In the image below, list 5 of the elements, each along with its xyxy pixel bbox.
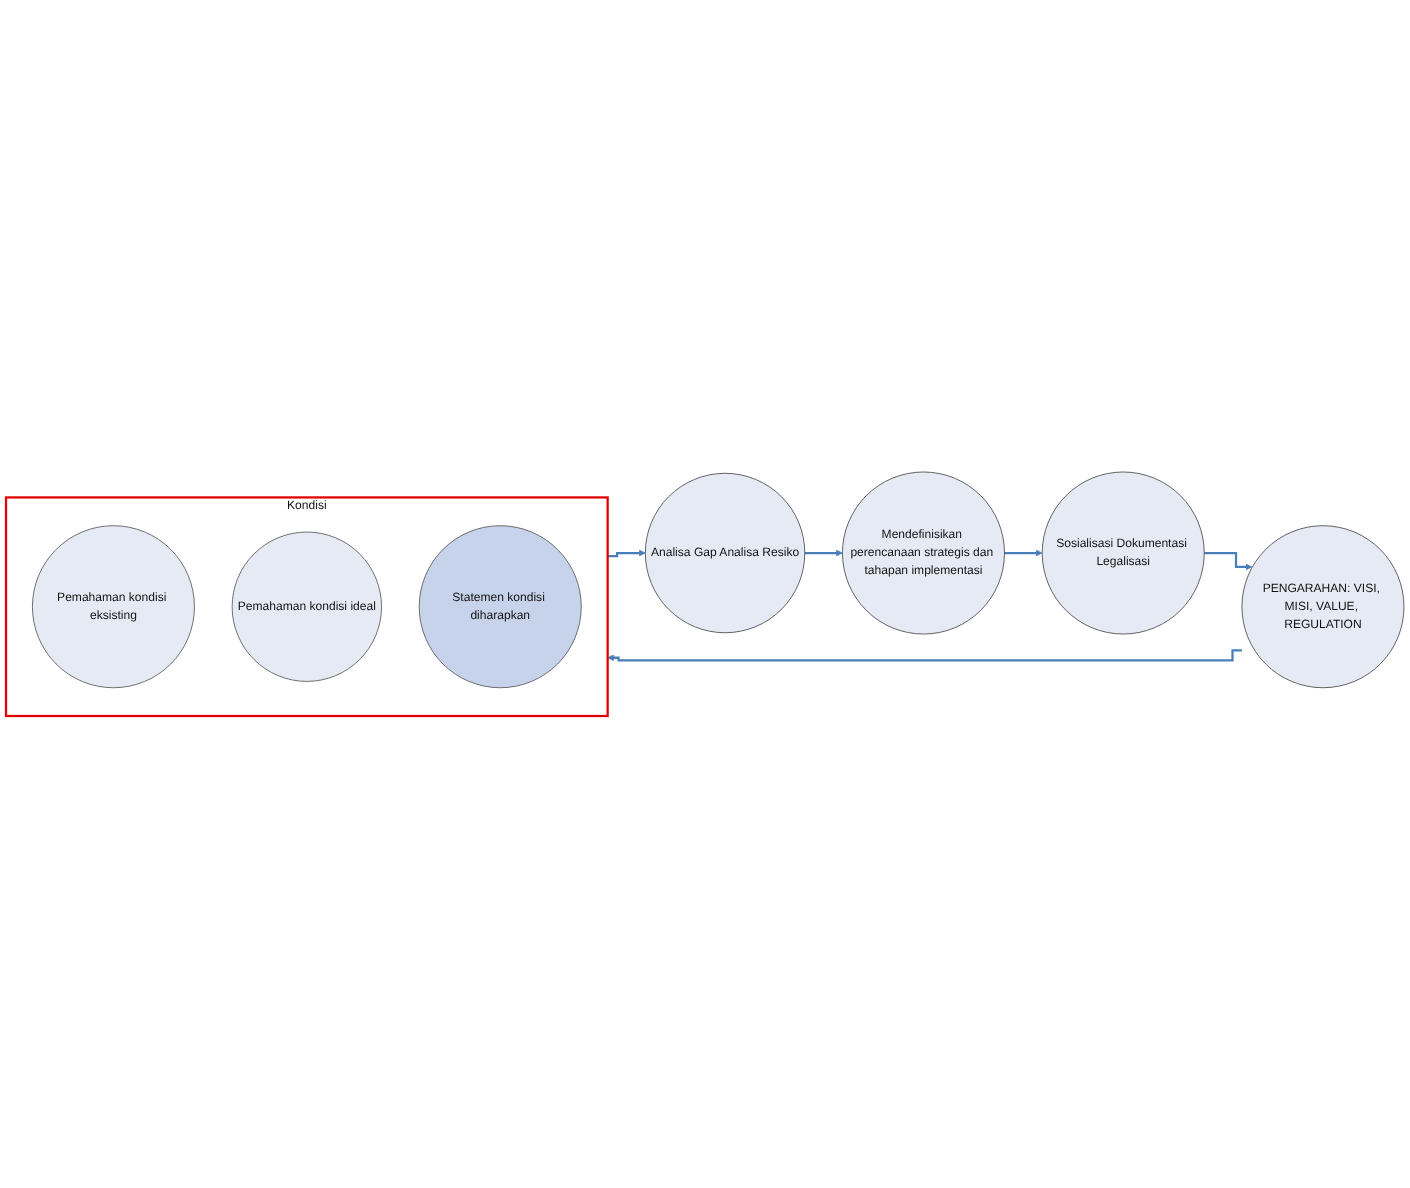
arrow: [607, 549, 646, 558]
arrow: [804, 549, 843, 557]
arrow: [1204, 551, 1253, 571]
arrow: [607, 649, 1242, 662]
arrow: [1004, 549, 1043, 557]
